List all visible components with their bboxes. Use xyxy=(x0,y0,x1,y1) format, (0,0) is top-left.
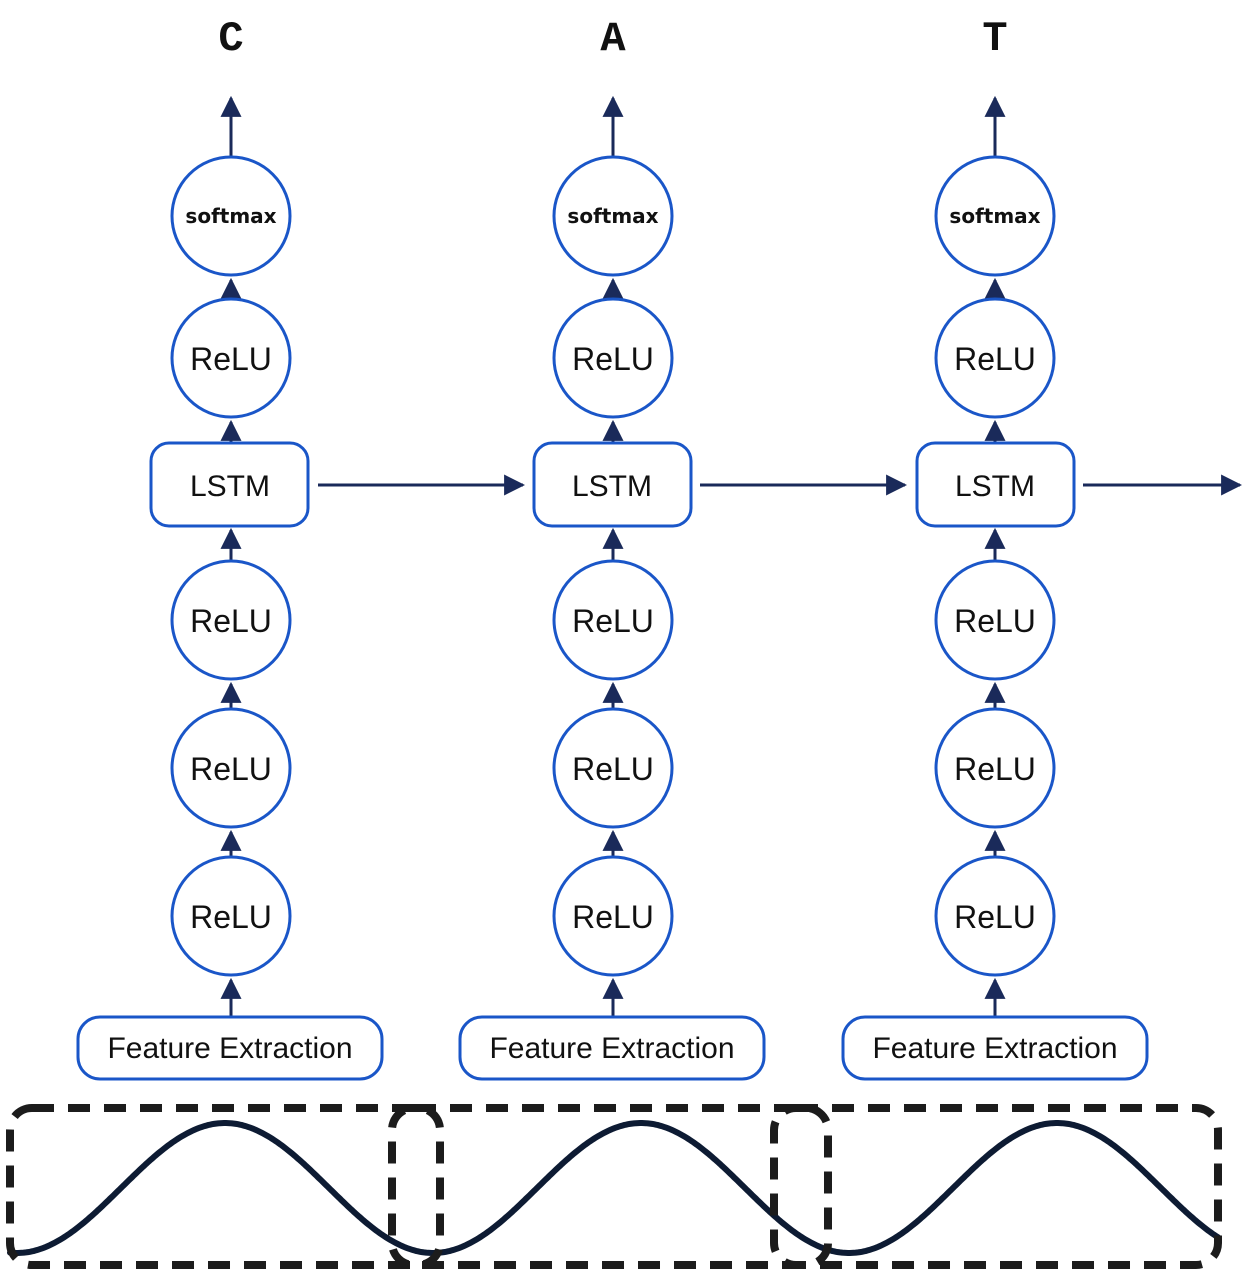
column-2: A softmax ReLU LSTM ReLU ReLU xyxy=(458,15,908,1081)
relu-label-3c: ReLU xyxy=(954,899,1036,935)
softmax-node-1: softmax xyxy=(170,155,292,277)
softmax-node-3: softmax xyxy=(934,155,1056,277)
relu-node-3c: ReLU xyxy=(934,855,1056,977)
relu-label-2c: ReLU xyxy=(572,899,654,935)
relu-top-label-3: ReLU xyxy=(954,341,1036,377)
relu-label-1c: ReLU xyxy=(190,899,272,935)
feature-extraction-label-3: Feature Extraction xyxy=(872,1032,1117,1065)
relu-label-2b: ReLU xyxy=(572,751,654,787)
window-frame-1 xyxy=(6,1104,444,1269)
relu-label-1a: ReLU xyxy=(190,603,272,639)
relu-label-2a: ReLU xyxy=(572,603,654,639)
relu-label-3a: ReLU xyxy=(954,603,1036,639)
softmax-label-2: softmax xyxy=(567,204,658,228)
lstm-box-3: LSTM xyxy=(915,441,1076,528)
lstm-box-1: LSTM xyxy=(149,441,310,528)
lstm-box-2: LSTM xyxy=(532,441,693,528)
feature-extraction-box-3: Feature Extraction xyxy=(841,1015,1149,1081)
relu-top-node-3: ReLU xyxy=(934,297,1056,419)
relu-node-1c: ReLU xyxy=(170,855,292,977)
audio-waveform xyxy=(7,1120,1221,1256)
relu-top-label-2: ReLU xyxy=(572,341,654,377)
relu-node-1a: ReLU xyxy=(170,559,292,681)
lstm-label-2: LSTM xyxy=(572,470,652,503)
softmax-node-2: softmax xyxy=(552,155,674,277)
relu-node-2b: ReLU xyxy=(552,707,674,829)
window-frame-3 xyxy=(770,1104,1222,1269)
relu-label-3b: ReLU xyxy=(954,751,1036,787)
feature-extraction-label-1: Feature Extraction xyxy=(107,1032,352,1065)
column-1: C softmax ReLU LSTM ReLU ReLU xyxy=(76,15,526,1081)
output-char-3: T xyxy=(982,15,1007,63)
relu-node-2c: ReLU xyxy=(552,855,674,977)
lstm-label-3: LSTM xyxy=(955,470,1035,503)
relu-node-1b: ReLU xyxy=(170,707,292,829)
relu-node-3a: ReLU xyxy=(934,559,1056,681)
feature-extraction-box-1: Feature Extraction xyxy=(76,1015,384,1081)
relu-top-node-2: ReLU xyxy=(552,297,674,419)
relu-top-node-1: ReLU xyxy=(170,297,292,419)
feature-extraction-box-2: Feature Extraction xyxy=(458,1015,766,1081)
relu-node-2a: ReLU xyxy=(552,559,674,681)
relu-node-3b: ReLU xyxy=(934,707,1056,829)
output-char-1: C xyxy=(218,15,243,63)
feature-extraction-label-2: Feature Extraction xyxy=(489,1032,734,1065)
window-frame-2 xyxy=(388,1104,832,1269)
output-char-2: A xyxy=(600,15,626,63)
relu-label-1b: ReLU xyxy=(190,751,272,787)
softmax-label-1: softmax xyxy=(185,204,276,228)
softmax-label-3: softmax xyxy=(949,204,1040,228)
relu-top-label-1: ReLU xyxy=(190,341,272,377)
lstm-label-1: LSTM xyxy=(190,470,270,503)
column-3: T softmax ReLU LSTM ReLU ReLU xyxy=(841,15,1243,1081)
